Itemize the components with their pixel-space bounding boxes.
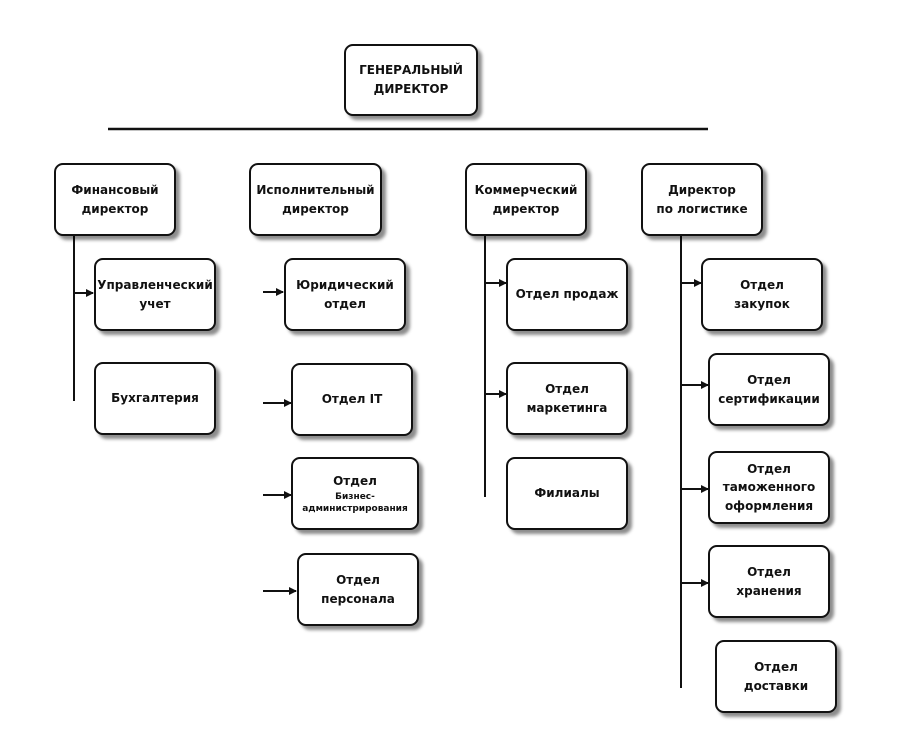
executive-director-label: Исполнительный директор (256, 182, 375, 216)
sales-department-box: Отдел продаж (506, 258, 628, 331)
marketing-department-label: Отдел маркетинга (526, 381, 608, 415)
logistics-director-label: Директор по логистике (656, 182, 748, 216)
procurement-department-label: Отдел закупок (734, 277, 790, 311)
legal-department-box: Юридический отдел (284, 258, 406, 331)
customs-clearance-department-label: Отдел таможенного оформления (722, 461, 816, 513)
sales-department-label: Отдел продаж (515, 287, 619, 302)
delivery-department-label: Отдел доставки (743, 659, 809, 693)
general-director-box: ГЕНЕРАЛЬНЫЙ ДИРЕКТОР (344, 44, 478, 116)
accounting-box: Бухгалтерия (94, 362, 216, 435)
accounting-label: Бухгалтерия (111, 391, 199, 406)
procurement-department-box: Отдел закупок (701, 258, 823, 331)
executive-director-box: Исполнительный директор (249, 163, 382, 236)
finance-director-box: Финансовый директор (54, 163, 176, 236)
certification-department-label: Отдел сертификации (718, 372, 820, 406)
certification-department-box: Отдел сертификации (708, 353, 830, 426)
finance-director-label: Финансовый директор (71, 182, 159, 216)
marketing-department-box: Отдел маркетинга (506, 362, 628, 435)
business-administration-sublabel: Бизнес- администрирования (302, 491, 408, 514)
business-administration-label: Отдел (333, 474, 377, 489)
general-director-label: ГЕНЕРАЛЬНЫЙ ДИРЕКТОР (359, 63, 463, 96)
it-department-label: Отдел IT (321, 392, 383, 407)
branches-box: Филиалы (506, 457, 628, 530)
customs-clearance-department-box: Отдел таможенного оформления (708, 451, 830, 524)
commercial-director-label: Коммерческий директор (474, 182, 578, 216)
management-accounting-box: Управленческий учет (94, 258, 216, 331)
storage-department-label: Отдел хранения (736, 564, 802, 598)
it-department-box: Отдел IT (291, 363, 413, 436)
business-administration-box: Отдел Бизнес- администрирования (291, 457, 419, 530)
branches-label: Филиалы (534, 486, 600, 501)
legal-department-label: Юридический отдел (296, 277, 394, 311)
personnel-department-label: Отдел персонала (321, 572, 395, 606)
commercial-director-box: Коммерческий директор (465, 163, 587, 236)
personnel-department-box: Отдел персонала (297, 553, 419, 626)
delivery-department-box: Отдел доставки (715, 640, 837, 713)
management-accounting-label: Управленческий учет (97, 277, 213, 311)
storage-department-box: Отдел хранения (708, 545, 830, 618)
logistics-director-box: Директор по логистике (641, 163, 763, 236)
